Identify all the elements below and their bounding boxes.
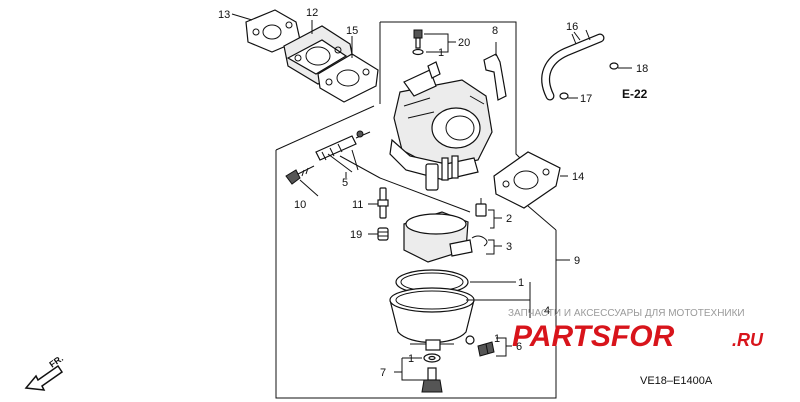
fuel-tube-16 xyxy=(541,29,605,101)
callout-10: 10 xyxy=(294,199,306,211)
drain-screw-6 xyxy=(465,335,495,357)
callout-14: 14 xyxy=(572,171,584,183)
direction-label: FR. xyxy=(47,353,65,370)
main-jet-19 xyxy=(377,227,389,241)
callout-4: 4 xyxy=(544,305,550,317)
leader-7 xyxy=(394,357,424,381)
callout-18: 18 xyxy=(636,63,648,75)
float-3 xyxy=(403,211,473,263)
callout-9: 9 xyxy=(574,255,580,267)
callout-8: 8 xyxy=(492,25,498,37)
float-bowl-4 xyxy=(389,287,475,351)
callout-1-drain: 1 xyxy=(494,333,500,345)
clip-17 xyxy=(559,92,578,100)
pilot-screw-5 xyxy=(315,130,371,161)
float-valve-2 xyxy=(471,198,488,247)
gasket-14 xyxy=(493,151,568,209)
callout-leaders xyxy=(231,13,581,261)
leader-5-frame xyxy=(327,149,359,178)
float-pin-11 xyxy=(372,187,389,219)
callout-12: 12 xyxy=(306,7,318,19)
leader-2-3 xyxy=(486,209,502,255)
leader-bowl xyxy=(466,281,531,318)
callout-17: 17 xyxy=(580,93,592,105)
callout-2: 2 xyxy=(506,213,512,225)
callout-5: 5 xyxy=(342,177,348,189)
bolt-7 xyxy=(421,353,443,393)
callout-6: 6 xyxy=(516,341,522,353)
diagram-code: VE18–E1400A xyxy=(640,375,713,387)
callout-16: 16 xyxy=(566,21,578,33)
leader-6 xyxy=(496,337,512,357)
screw-20 xyxy=(412,29,424,56)
watermark: ЗАПЧАСТИ И АКСЕССУАРЫ ДЛЯ МОТОТЕХНИКИ PA… xyxy=(508,308,764,353)
callout-19: 19 xyxy=(350,229,362,241)
callout-15: 15 xyxy=(346,25,358,37)
callout-1-bowl: 1 xyxy=(518,277,524,289)
callout-3: 3 xyxy=(506,241,512,253)
callout-1-top: 1 xyxy=(438,47,444,59)
clip-18 xyxy=(609,62,632,70)
leader-20-1 xyxy=(424,33,456,53)
reference-e22: E-22 xyxy=(622,87,648,101)
watermark-brand: PARTSFOR xyxy=(512,320,675,353)
callout-1-bottom: 1 xyxy=(408,353,414,365)
screw-10 xyxy=(285,165,315,185)
carburetor-body xyxy=(389,61,493,191)
front-direction-arrow: FR. xyxy=(24,353,65,391)
watermark-tagline: ЗАПЧАСТИ И АКСЕССУАРЫ ДЛЯ МОТОТЕХНИКИ xyxy=(508,308,745,319)
choke-rod-8 xyxy=(483,42,507,101)
callout-13: 13 xyxy=(218,9,230,21)
callout-11: 11 xyxy=(352,199,363,211)
callout-20: 20 xyxy=(458,37,470,49)
gasket-15 xyxy=(317,53,379,103)
watermark-domain: .RU xyxy=(732,330,764,350)
callout-7: 7 xyxy=(380,367,386,379)
